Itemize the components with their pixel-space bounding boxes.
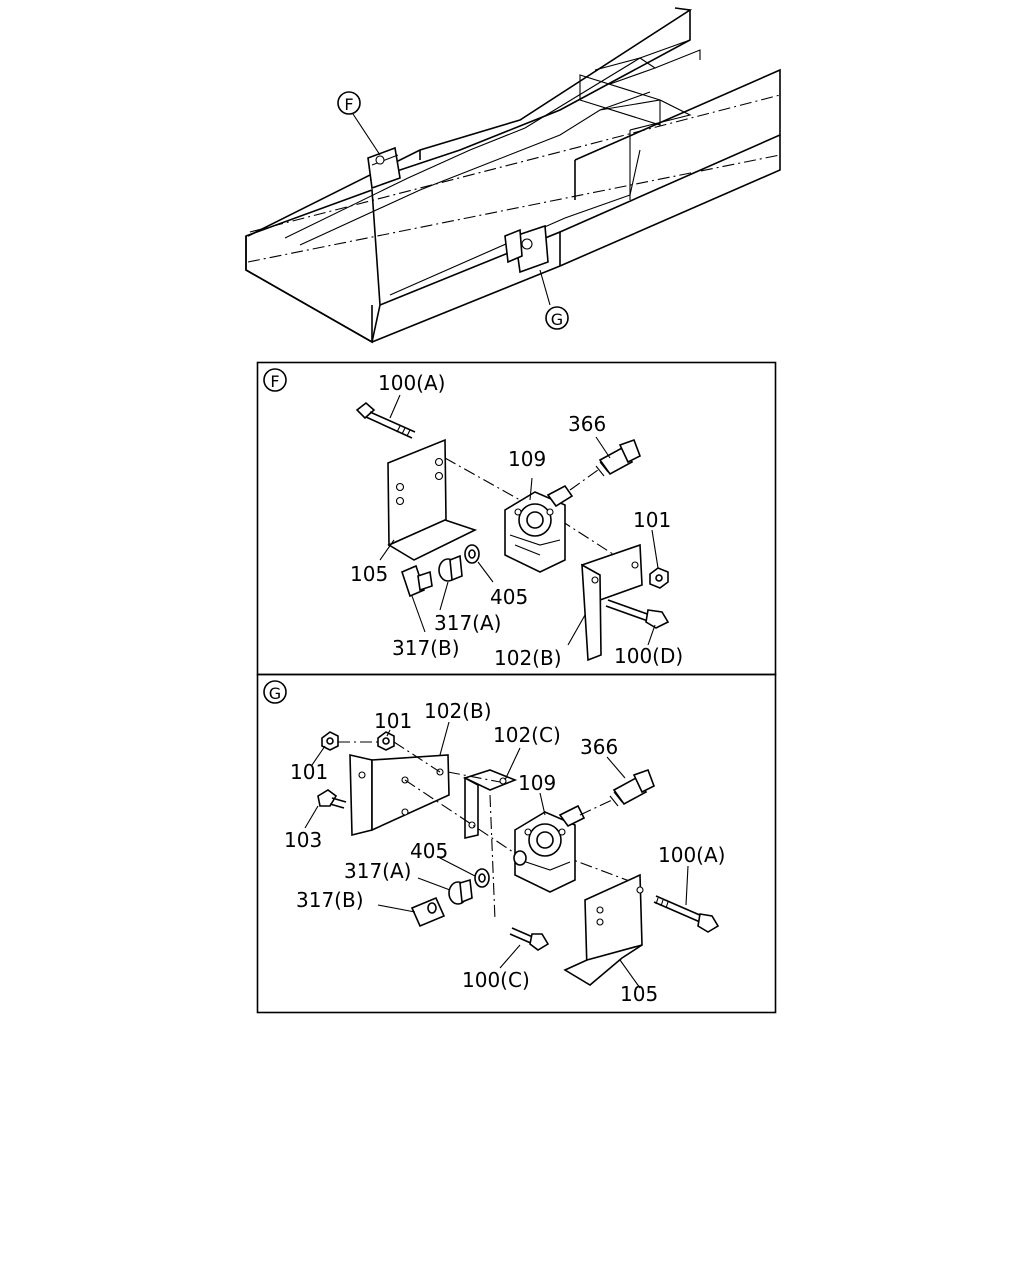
panel-g-frame bbox=[256, 673, 777, 1014]
bolt-icon bbox=[317, 789, 347, 809]
fitting-317b-icon bbox=[410, 896, 446, 928]
bolt-icon bbox=[509, 927, 550, 951]
label-317a: 317(A) bbox=[344, 859, 411, 883]
bracket-105-icon bbox=[387, 438, 478, 561]
bolt-icon bbox=[605, 599, 670, 629]
label-105: 105 bbox=[620, 982, 658, 1006]
label-101: 101 bbox=[633, 508, 671, 532]
label-102c: 102(C) bbox=[493, 723, 561, 747]
callout-g-overview: G bbox=[545, 306, 569, 330]
panel-g-marker: G bbox=[263, 680, 287, 704]
label-317a: 317(A) bbox=[434, 611, 501, 635]
label-317b: 317(B) bbox=[296, 888, 364, 912]
label-103: 103 bbox=[284, 828, 322, 852]
bolt-icon bbox=[355, 401, 416, 439]
label-101-top: 101 bbox=[374, 709, 412, 733]
svg-text:G: G bbox=[269, 684, 281, 703]
svg-text:F: F bbox=[270, 372, 279, 391]
washer-icon bbox=[464, 544, 480, 564]
callout-f-overview: F bbox=[337, 91, 361, 115]
label-317b: 317(B) bbox=[392, 636, 460, 660]
nut-icon bbox=[649, 567, 669, 589]
panel-f-marker: F bbox=[263, 368, 287, 392]
panel-g-labels: 101 102(B) 102(C) 366 101 109 103 405 31… bbox=[284, 699, 725, 1006]
label-101-left: 101 bbox=[290, 760, 328, 784]
label-100c: 100(C) bbox=[462, 968, 530, 992]
nut-icon bbox=[377, 731, 395, 751]
label-102b: 102(B) bbox=[424, 699, 492, 723]
fitting-317a-icon bbox=[448, 878, 473, 905]
fitting-366-icon bbox=[579, 768, 656, 816]
bracket-105-icon bbox=[563, 873, 644, 986]
fitting-317a-icon bbox=[438, 554, 463, 582]
bracket-102b-icon bbox=[349, 753, 450, 837]
label-109: 109 bbox=[518, 771, 556, 795]
label-366: 366 bbox=[568, 412, 606, 436]
label-102b: 102(B) bbox=[494, 646, 562, 670]
label-100a: 100(A) bbox=[658, 843, 725, 867]
chassis-frame-overview bbox=[245, 7, 781, 344]
label-100a: 100(A) bbox=[378, 371, 445, 395]
panel-g-drawing bbox=[304, 721, 720, 989]
bolt-icon bbox=[653, 895, 720, 933]
valve-icon bbox=[513, 804, 586, 893]
label-100d: 100(D) bbox=[614, 644, 683, 668]
fitting-366-icon bbox=[569, 438, 642, 491]
valve-icon bbox=[504, 484, 574, 573]
svg-text:F: F bbox=[344, 95, 353, 114]
label-405: 405 bbox=[410, 839, 448, 863]
svg-text:G: G bbox=[551, 310, 563, 329]
label-366: 366 bbox=[580, 735, 618, 759]
bracket-102c-icon bbox=[462, 769, 518, 840]
panel-f-labels: 100(A) 366 109 101 105 405 317(A) 317(B)… bbox=[350, 371, 683, 670]
label-109: 109 bbox=[508, 447, 546, 471]
panel-f-drawing bbox=[355, 394, 670, 662]
label-105: 105 bbox=[350, 562, 388, 586]
fitting-317b-icon bbox=[401, 564, 433, 598]
washer-icon bbox=[474, 868, 490, 888]
nut-icon bbox=[321, 731, 339, 751]
bracket-102b-icon bbox=[580, 543, 643, 662]
label-405: 405 bbox=[490, 585, 528, 609]
